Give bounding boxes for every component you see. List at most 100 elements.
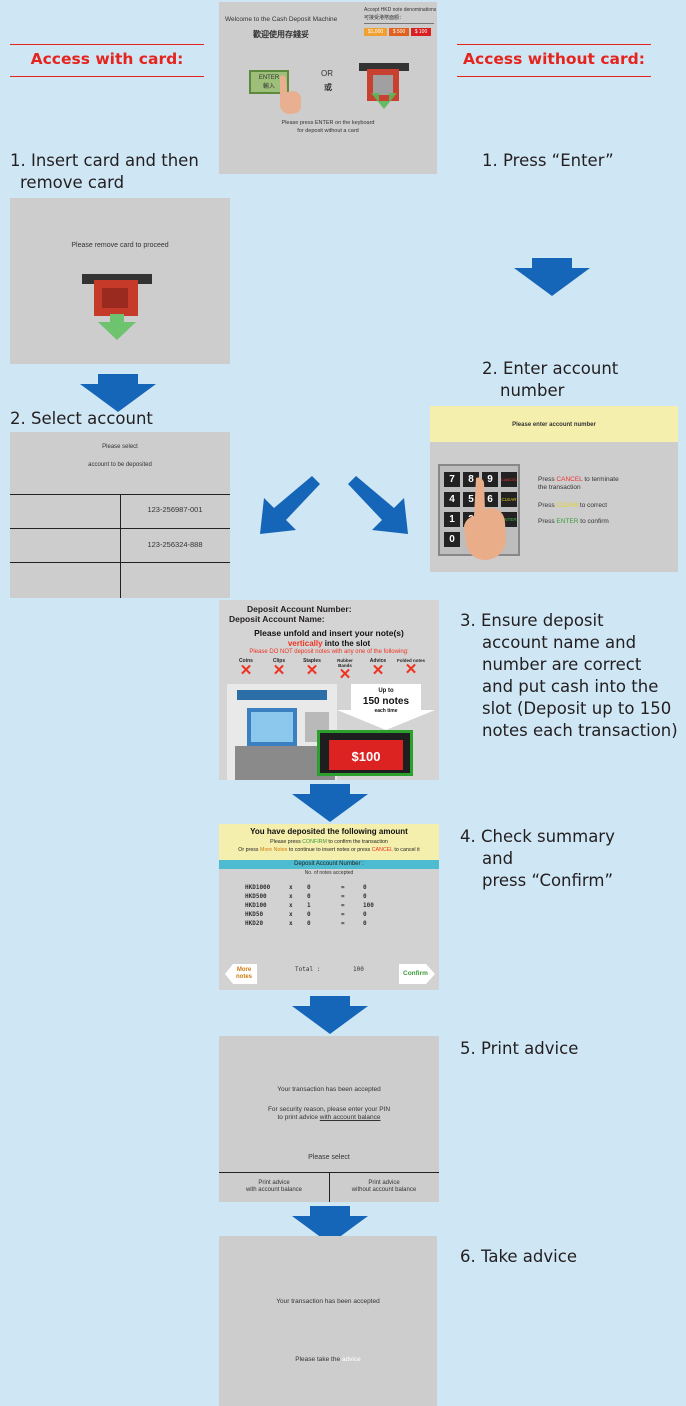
- cross-icon: ✕: [371, 662, 385, 679]
- instr-enter-word: ENTER: [556, 518, 579, 525]
- instr-cancel-word: CANCEL: [556, 476, 583, 483]
- remove-card-text: Please remove card to proceed: [71, 242, 169, 249]
- deposit-warning: Please DO NOT deposit notes with any one…: [249, 649, 409, 655]
- denom-divider: [364, 23, 434, 24]
- item-folded-notes: Folded notes ✕: [396, 658, 426, 680]
- summary-total-label: Total :: [295, 966, 321, 973]
- right-step-2-line2: number: [500, 381, 565, 400]
- notes-150: 150 notes: [362, 696, 410, 707]
- key-clear: CLEAR: [501, 492, 517, 507]
- take-advice-screen: Your transaction has been accepted Pleas…: [219, 1236, 437, 1406]
- card-eject-icon: [82, 274, 152, 340]
- deposit-vertically: vertically: [287, 639, 323, 648]
- right-step-6: 6. Take advice: [460, 1247, 577, 1266]
- arrow-down-left: [80, 374, 156, 412]
- right-step-3-line6: notes each transaction): [482, 721, 678, 740]
- account-1[interactable]: 123-256987-001: [147, 505, 203, 514]
- summary-rows: HKD1000 x 0 = 0 HKD500 x 0 = 0 HKD100 x …: [245, 884, 415, 929]
- print-select: Please select: [308, 1154, 350, 1161]
- item-staples: Staples ✕: [297, 658, 327, 680]
- accept-en: Accept HKD note denominations: [364, 7, 437, 13]
- take-advice-word: advice: [341, 1356, 361, 1363]
- select-account-screen: Please select account to be deposited 12…: [10, 432, 230, 598]
- more-notes-button[interactable]: More notes: [225, 964, 257, 984]
- notes-up-to: Up to: [378, 688, 394, 694]
- right-step-1: 1. Press “Enter”: [482, 151, 614, 170]
- with-card-top-line: [10, 44, 204, 45]
- key-1: 1: [444, 512, 460, 527]
- cross-icon: ✕: [272, 662, 286, 679]
- item-coins: Coins ✕: [231, 658, 261, 680]
- item-coins-label: Coins: [239, 658, 253, 664]
- cross-icon: ✕: [404, 661, 418, 678]
- with-card-header: Access with card:: [30, 50, 184, 68]
- deposit-acct-num: Deposit Account Number:: [247, 604, 352, 614]
- more-notes-line1: More: [236, 967, 252, 973]
- finger-hand-icon: [464, 477, 506, 560]
- deposit-vertically-line: vertically into the slot: [287, 639, 371, 648]
- take-accepted: Your transaction has been accepted: [276, 1298, 380, 1305]
- enter-key-en: ENTER: [258, 75, 280, 81]
- account-col-divider: [120, 494, 121, 598]
- without-card-top-line: [457, 44, 651, 45]
- left-step-1-line2: remove card: [20, 173, 125, 192]
- arrow-down-5: [292, 1206, 368, 1244]
- summary-cancel-word: CANCEL: [371, 847, 393, 853]
- key-9: 9: [482, 472, 498, 487]
- arrow-down-right: [514, 258, 590, 296]
- arrow-down-4: [292, 996, 368, 1034]
- account-2[interactable]: 123-256324-888: [147, 540, 203, 549]
- welcome-note2: for deposit without a card: [297, 128, 359, 134]
- summary-row: HKD500 x 0 = 0: [245, 893, 367, 900]
- print-without-balance-button[interactable]: Print advice without account balance: [329, 1180, 439, 1194]
- arrow-diagonal-left: [260, 476, 320, 534]
- right-step-3-line3: number are correct: [482, 655, 642, 674]
- left-step-1-line1: 1. Insert card and then: [10, 151, 199, 170]
- key-0: 0: [444, 532, 460, 547]
- instr-clear-word: CLEAR: [556, 502, 579, 509]
- key-7: 7: [444, 472, 460, 487]
- left-step-2: 2. Select account: [10, 409, 153, 428]
- denom-100: $ 100: [411, 28, 431, 36]
- print-security2-underlined: with account balance: [319, 1114, 381, 1121]
- confirm-button[interactable]: Confirm: [399, 964, 435, 984]
- denom-500: $ 500: [389, 28, 409, 36]
- take-advice-text: Please take the advice: [295, 1356, 361, 1363]
- summary-screen: You have deposited the following amount …: [219, 824, 439, 990]
- deposit-screen: Deposit Account Number: Deposit Account …: [219, 600, 439, 780]
- print-security1: For security reason, please enter your P…: [267, 1106, 391, 1113]
- pressing-hand-icon: [280, 75, 301, 114]
- right-step-4-line3: press “Confirm”: [482, 871, 614, 890]
- welcome-screen: Welcome to the Cash Deposit Machine 歡迎使用…: [219, 2, 437, 174]
- item-clips: Clips ✕: [264, 658, 294, 680]
- deposit-unfold: Please unfold and insert your note(s): [254, 628, 404, 638]
- key-4: 4: [444, 492, 460, 507]
- instr-cancel: Press CANCEL to terminate: [538, 476, 619, 483]
- summary-line2: Or press More Notes to continue to inser…: [238, 847, 420, 853]
- summary-total-value: 100: [353, 966, 364, 973]
- summary-row: HKD50 x 0 = 0: [245, 911, 367, 918]
- item-advice: Advice ✕: [363, 658, 393, 680]
- deposit-acct-name: Deposit Account Name:: [229, 614, 325, 624]
- with-card-bottom-line: [10, 76, 204, 77]
- summary-row: HKD100 x 1 = 100: [245, 902, 374, 909]
- summary-row: HKD1000 x 0 = 0: [245, 884, 367, 891]
- right-step-3-line4: and put cash into the: [482, 677, 659, 696]
- arrow-diagonal-right: [348, 476, 408, 534]
- print-options-divider: [329, 1172, 330, 1202]
- cross-icon: ✕: [305, 662, 319, 679]
- print-with-balance-button[interactable]: Print advice with account balance: [219, 1180, 329, 1194]
- welcome-line2: 歡迎使用存錢妥: [253, 30, 309, 39]
- summary-more-word: More Notes: [260, 847, 288, 853]
- print-advice-screen: Your transaction has been accepted For s…: [219, 1036, 439, 1202]
- summary-account-bar: Deposit Account Number :: [219, 860, 439, 869]
- item-clips-label: Clips: [272, 658, 286, 664]
- without-card-header: Access without card:: [463, 50, 645, 68]
- arrow-down-3: [292, 784, 368, 822]
- more-notes-line2: notes: [235, 974, 252, 980]
- accept-zh: 可接受港幣面額：: [364, 15, 405, 21]
- card-slot-icon: [359, 63, 409, 109]
- cross-icon: ✕: [239, 662, 253, 679]
- right-step-2-line1: 2. Enter account: [482, 359, 619, 378]
- summary-col-header: No. of notes accepted: [304, 870, 354, 876]
